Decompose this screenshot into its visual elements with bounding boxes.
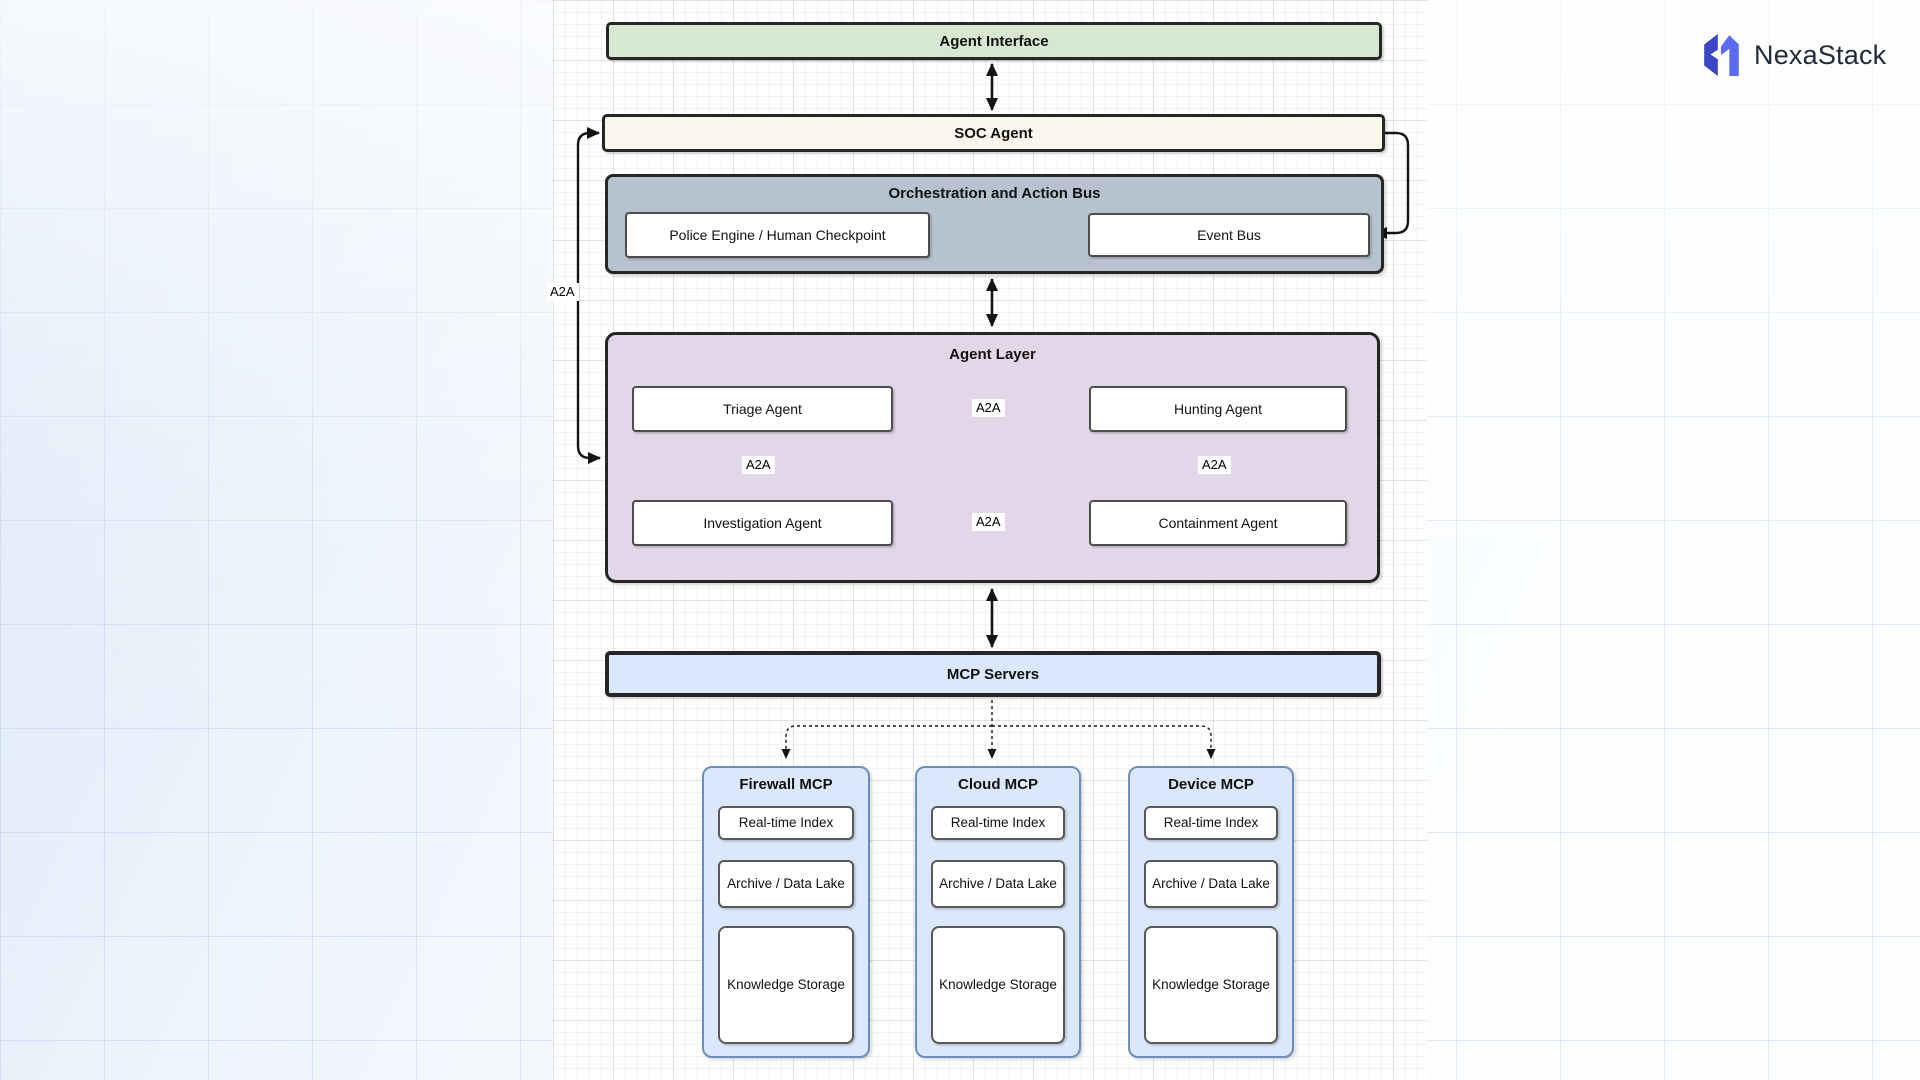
a2a-label-investigation-containment: A2A	[972, 513, 1005, 531]
event-bus-label: Event Bus	[1197, 227, 1261, 243]
cloud-knowledge-storage-box[interactable]: Knowledge Storage	[931, 926, 1065, 1044]
a2a-label-triage-hunting: A2A	[972, 399, 1005, 417]
containment-agent-box[interactable]: Containment Agent	[1089, 500, 1347, 546]
a2a-label-left: A2A	[546, 283, 579, 301]
agent-layer-title: Agent Layer	[949, 346, 1036, 363]
police-engine-box[interactable]: Police Engine / Human Checkpoint	[625, 212, 930, 258]
investigation-agent-label: Investigation Agent	[703, 515, 822, 531]
triage-agent-label: Triage Agent	[723, 401, 802, 417]
cloud-mcp-title: Cloud MCP	[958, 776, 1038, 793]
mcp-servers-label: MCP Servers	[946, 665, 1040, 683]
containment-agent-label: Containment Agent	[1158, 515, 1278, 531]
cloud-archive-datalake-label: Archive / Data Lake	[939, 875, 1057, 891]
device-knowledge-storage-box[interactable]: Knowledge Storage	[1144, 926, 1278, 1044]
firewall-archive-datalake-box[interactable]: Archive / Data Lake	[718, 860, 854, 908]
a2a-label-hunting-containment: A2A	[1198, 456, 1231, 474]
firewall-realtime-index-box[interactable]: Real-time Index	[718, 806, 854, 840]
firewall-realtime-index-label: Real-time Index	[738, 814, 834, 830]
event-bus-box[interactable]: Event Bus	[1088, 213, 1370, 257]
orchestration-title: Orchestration and Action Bus	[888, 185, 1101, 202]
cloud-archive-datalake-box[interactable]: Archive / Data Lake	[931, 860, 1065, 908]
hunting-agent-box[interactable]: Hunting Agent	[1089, 386, 1347, 432]
firewall-knowledge-storage-box[interactable]: Knowledge Storage	[718, 926, 854, 1044]
device-mcp-title: Device MCP	[1168, 776, 1254, 793]
a2a-label-triage-investigation: A2A	[742, 456, 775, 474]
mcp-servers-bar[interactable]: MCP Servers	[605, 651, 1381, 697]
brand-logo: NexaStack	[1703, 33, 1886, 77]
triage-agent-box[interactable]: Triage Agent	[632, 386, 893, 432]
firewall-mcp-title: Firewall MCP	[739, 776, 833, 793]
cloud-realtime-index-label: Real-time Index	[950, 814, 1046, 830]
cloud-realtime-index-box[interactable]: Real-time Index	[931, 806, 1065, 840]
nexastack-logo-icon	[1704, 34, 1739, 76]
agent-interface-bar[interactable]: Agent Interface	[606, 22, 1382, 60]
firewall-archive-datalake-label: Archive / Data Lake	[727, 875, 845, 891]
cloud-knowledge-storage-label: Knowledge Storage	[939, 976, 1057, 992]
soc-agent-label: SOC Agent	[954, 124, 1033, 142]
agent-interface-label: Agent Interface	[939, 32, 1049, 50]
hunting-agent-label: Hunting Agent	[1174, 401, 1262, 417]
device-realtime-index-label: Real-time Index	[1163, 814, 1259, 830]
device-knowledge-storage-label: Knowledge Storage	[1152, 976, 1270, 992]
soc-agent-bar[interactable]: SOC Agent	[602, 114, 1385, 152]
device-archive-datalake-box[interactable]: Archive / Data Lake	[1144, 860, 1278, 908]
device-realtime-index-box[interactable]: Real-time Index	[1144, 806, 1278, 840]
brand-name: NexaStack	[1754, 39, 1887, 70]
firewall-knowledge-storage-label: Knowledge Storage	[727, 976, 845, 992]
police-engine-label: Police Engine / Human Checkpoint	[669, 227, 886, 243]
investigation-agent-box[interactable]: Investigation Agent	[632, 500, 893, 546]
device-archive-datalake-label: Archive / Data Lake	[1152, 875, 1270, 891]
